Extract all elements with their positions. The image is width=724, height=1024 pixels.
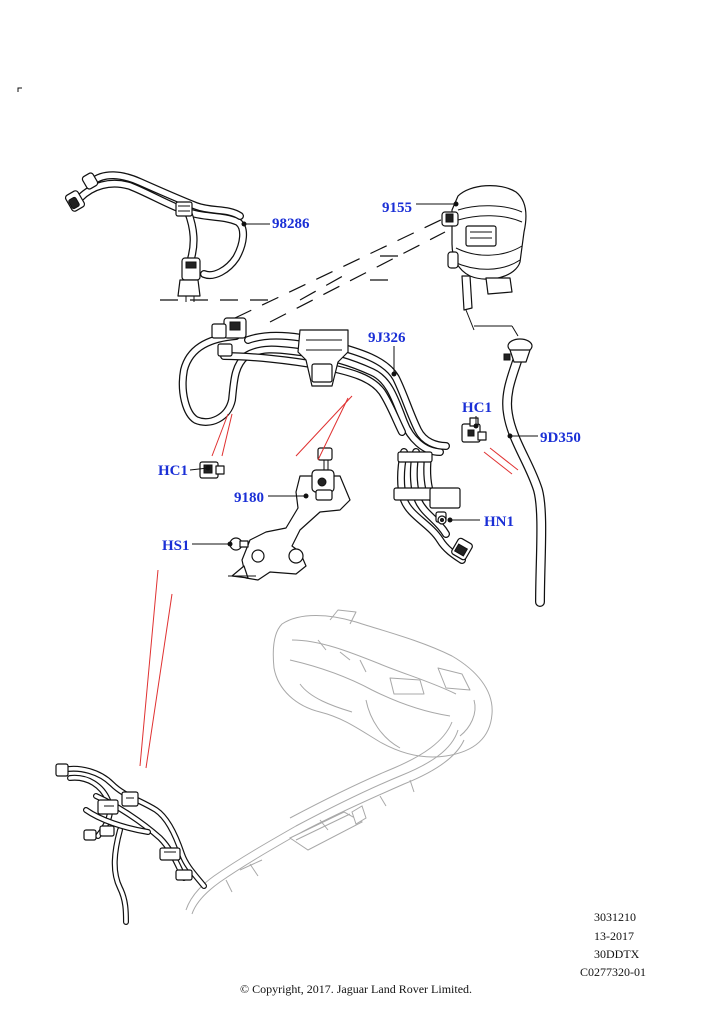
red-reference-lines bbox=[139, 395, 519, 769]
part-HC1-right-connector bbox=[461, 417, 487, 443]
callout-HC1-left: HC1 bbox=[158, 463, 188, 479]
part-9180-bracket bbox=[228, 447, 351, 581]
part-9D350-filler-pipe bbox=[502, 338, 547, 607]
callout-9180: 9180 bbox=[234, 490, 264, 506]
ref-code-4: C0277320-01 bbox=[580, 965, 646, 979]
assembly-dash-lines bbox=[160, 217, 446, 323]
part-HN1-nut bbox=[437, 515, 447, 525]
ref-code-3: 30DDTX bbox=[594, 947, 640, 961]
callout-HS1: HS1 bbox=[162, 538, 190, 554]
part-HS1-screw bbox=[229, 537, 249, 551]
part-9155-canister bbox=[441, 185, 527, 337]
callout-HN1: HN1 bbox=[484, 514, 514, 530]
fuel-line-run-outline bbox=[185, 721, 465, 915]
corner-mark bbox=[17, 87, 22, 92]
front-pipe-bundle bbox=[55, 763, 207, 925]
callout-9D350: 9D350 bbox=[540, 430, 581, 446]
part-HC1-left-connector bbox=[199, 461, 225, 479]
callout-HC1-right: HC1 bbox=[462, 400, 492, 416]
copyright-notice: © Copyright, 2017. Jaguar Land Rover Lim… bbox=[239, 982, 473, 996]
callout-98286: 98286 bbox=[272, 216, 310, 232]
ref-code-1: 3031210 bbox=[594, 910, 636, 924]
leader-lines bbox=[189, 201, 538, 547]
callout-9J326: 9J326 bbox=[368, 330, 406, 346]
fuel-tank-outline bbox=[272, 609, 493, 758]
part-98286-hose bbox=[64, 171, 247, 302]
callout-9155: 9155 bbox=[382, 200, 412, 216]
ref-code-2: 13-2017 bbox=[594, 929, 634, 943]
